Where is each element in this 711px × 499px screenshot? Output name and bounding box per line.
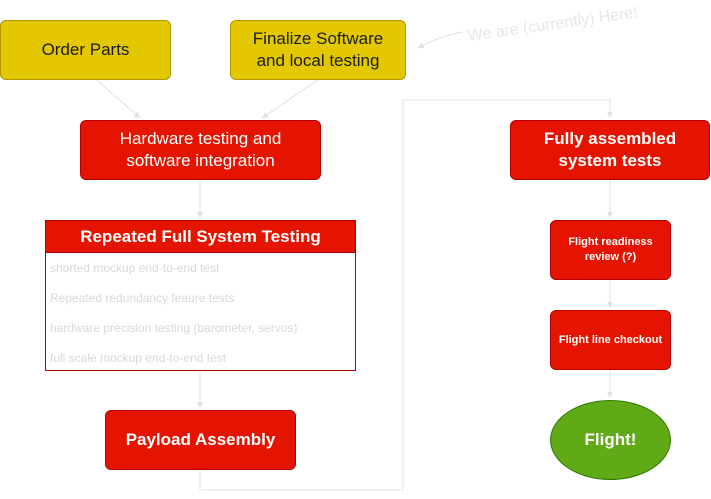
flight-node: Flight!	[550, 400, 671, 480]
payload-assembly-label: Payload Assembly	[125, 430, 276, 449]
flight-readiness-node: Flight readiness review (?)	[550, 220, 671, 280]
edge-annotation-to-finalize	[417, 31, 463, 49]
flight-line-checkout-node: Flight line checkout	[550, 310, 671, 370]
repeated-testing-list: Repeated Full System Testing shorted moc…	[45, 220, 356, 371]
list-item: hardware precision testing (barometer, s…	[50, 321, 298, 335]
flight-label: Flight!	[584, 430, 637, 449]
hardware-testing-node: Hardware testing and software integratio…	[80, 120, 321, 180]
finalize-software-node: Finalize Software and local testing	[230, 20, 406, 80]
edge-payload-to-fully	[199, 99, 613, 491]
fully-assembled-label: Fully assembled system tests	[543, 129, 677, 170]
finalize-software-label: Finalize Software and local testing	[252, 29, 384, 70]
order-parts-node: Order Parts	[0, 20, 171, 80]
edge-finalize-to-hw	[261, 79, 319, 119]
payload-assembly-node: Payload Assembly	[105, 410, 296, 470]
edge-order-to-hw	[96, 79, 141, 119]
flight-readiness-label: Flight readiness review (?)	[568, 236, 653, 263]
flight-line-checkout-label: Flight line checkout	[558, 333, 663, 346]
repeated-testing-title: Repeated Full System Testing	[46, 221, 355, 253]
list-item: Repeated redundancy feaure tests	[50, 291, 235, 305]
order-parts-label: Order Parts	[41, 40, 130, 59]
list-item: full scale mockup end-to-end test	[50, 351, 227, 365]
fully-assembled-node: Fully assembled system tests	[510, 120, 710, 180]
hardware-testing-label: Hardware testing and software integratio…	[119, 129, 282, 170]
list-item: shorted mockup end-to-end test	[50, 261, 220, 275]
